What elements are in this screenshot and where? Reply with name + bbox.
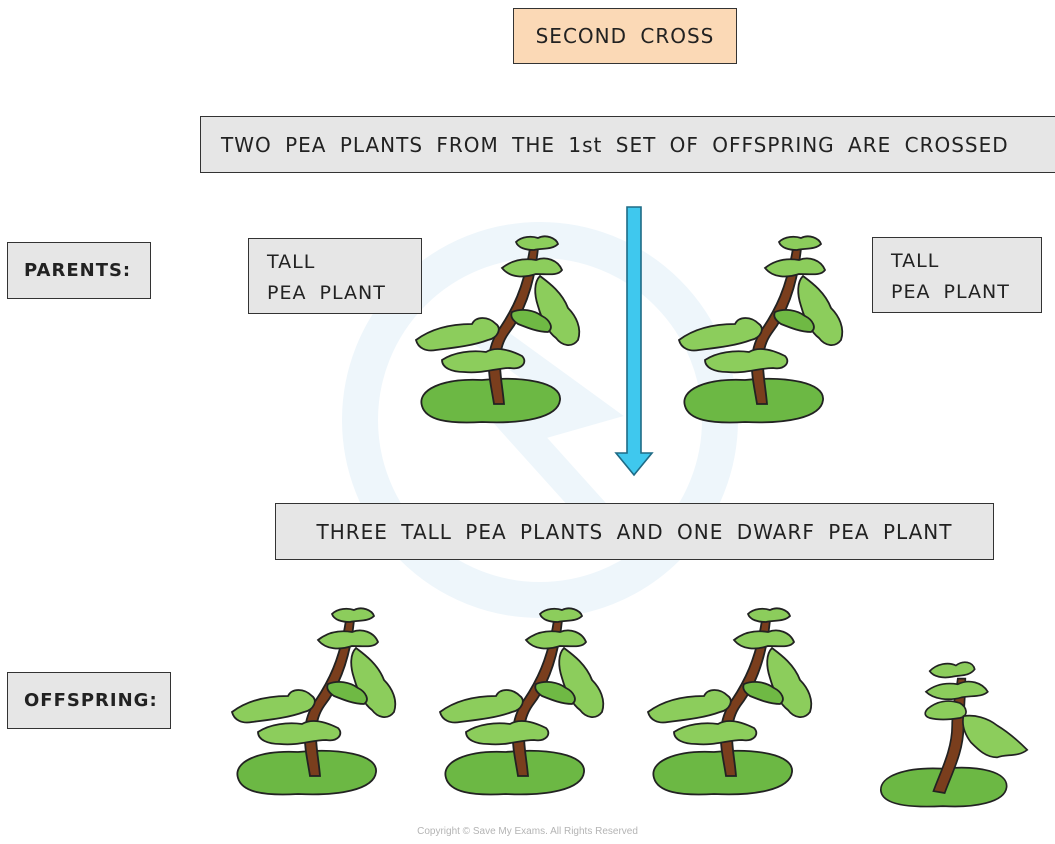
cross-description: TWO PEA PLANTS FROM THE 1st SET OF OFFSP… <box>200 116 1055 173</box>
down-arrow-icon <box>614 206 654 477</box>
offspring-plant-dwarf <box>879 661 1029 808</box>
parent-right-line2: PEA PLANT <box>891 281 1010 303</box>
parent-plant-left <box>415 235 581 424</box>
copyright-notice: Copyright © Save My Exams. All Rights Re… <box>417 826 638 837</box>
offspring-label: OFFSPRING: <box>7 672 171 729</box>
parent-right-line1: TALL <box>891 250 940 272</box>
offspring-plant-tall-2 <box>439 607 605 796</box>
parents-label: PARENTS: <box>7 242 151 299</box>
parent-left-line1: TALL <box>267 251 316 273</box>
diagram-title: SECOND CROSS <box>513 8 737 64</box>
offspring-result: THREE TALL PEA PLANTS AND ONE DWARF PEA … <box>275 503 994 560</box>
parent-plant-right <box>678 235 844 424</box>
offspring-plant-tall-1 <box>231 607 397 796</box>
parent-right-label: TALL PEA PLANT <box>872 237 1042 313</box>
parent-left-label: TALL PEA PLANT <box>248 238 422 314</box>
parent-left-line2: PEA PLANT <box>267 282 386 304</box>
offspring-plant-tall-3 <box>647 607 813 796</box>
